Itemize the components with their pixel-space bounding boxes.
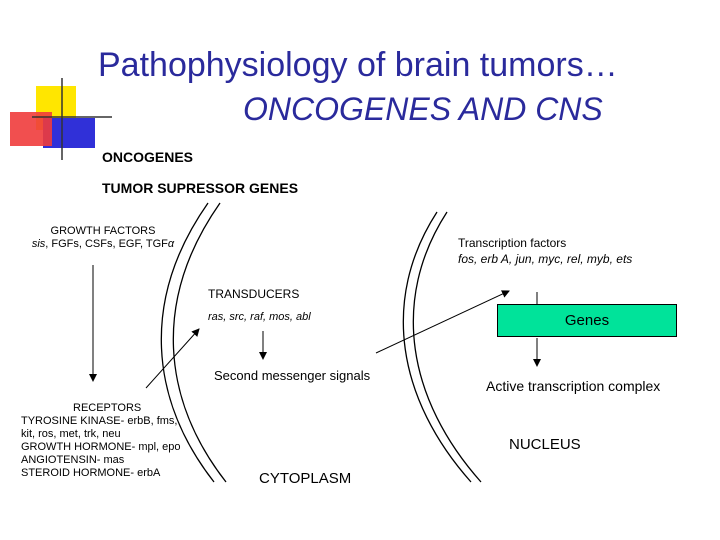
receptors-label: RECEPTORS [73, 402, 142, 414]
growth-factors-block: GROWTH FACTORS sis, FGFs, CSFs, EGF, TGF… [24, 225, 182, 251]
corner-decoration [10, 78, 112, 160]
arrow-receptors-to-transducers [145, 328, 200, 389]
growth-factors-list: , FGFs, CSFs, EGF, TGF [45, 238, 168, 250]
cytoplasm-label: CYTOPLASM [259, 470, 352, 487]
receptor-line: kit, ros, met, trk, neu [21, 428, 121, 440]
second-messenger-label: Second messenger signals [214, 368, 371, 383]
transcription-factors-members: fos, erb A, jun, myc, rel, myb, ets [458, 252, 633, 266]
genes-label: Genes [564, 312, 610, 329]
receptors-block: RECEPTORS TYROSINE KINASE- erbB, fms, ki… [21, 402, 181, 480]
transducers-members: ras, src, raf, mos, abl [208, 311, 311, 323]
transducers-label: TRANSDUCERS [208, 287, 300, 301]
receptor-line: GROWTH HORMONE- mpl, epo [21, 441, 181, 453]
heading-tumor-suppressor-genes: TUMOR SUPRESSOR GENES [102, 180, 299, 196]
slide-title: Pathophysiology of brain tumors… [98, 46, 618, 84]
active-transcription-complex-label: Active transcription complex [486, 378, 661, 394]
slide-subtitle: ONCOGENES AND CNS [243, 91, 603, 127]
nuclear-membrane-outer-curve [402, 211, 472, 483]
growth-factors-label: GROWTH FACTORS [50, 225, 156, 237]
receptor-line: ANGIOTENSIN- mas [21, 454, 125, 466]
nuclear-membrane-inner-curve [412, 211, 482, 483]
cell-membrane-outer-curve [160, 202, 215, 483]
growth-factor-sis: sis [31, 238, 46, 250]
growth-factor-alpha: α [167, 238, 175, 250]
arrow-second-messenger-to-transcription-factors [375, 290, 510, 354]
transcription-factors-label: Transcription factors [458, 236, 567, 250]
receptor-line: TYROSINE KINASE- erbB, fms, [21, 415, 178, 427]
growth-factors-members: sis, FGFs, CSFs, EGF, TGFα [24, 238, 182, 251]
genes-box: Genes [497, 304, 677, 337]
heading-oncogenes: ONCOGENES [102, 149, 194, 165]
cell-membrane-inner-curve [172, 202, 227, 483]
receptor-line: STEROID HORMONE- erbA [21, 467, 161, 479]
nucleus-label: NUCLEUS [509, 436, 581, 453]
